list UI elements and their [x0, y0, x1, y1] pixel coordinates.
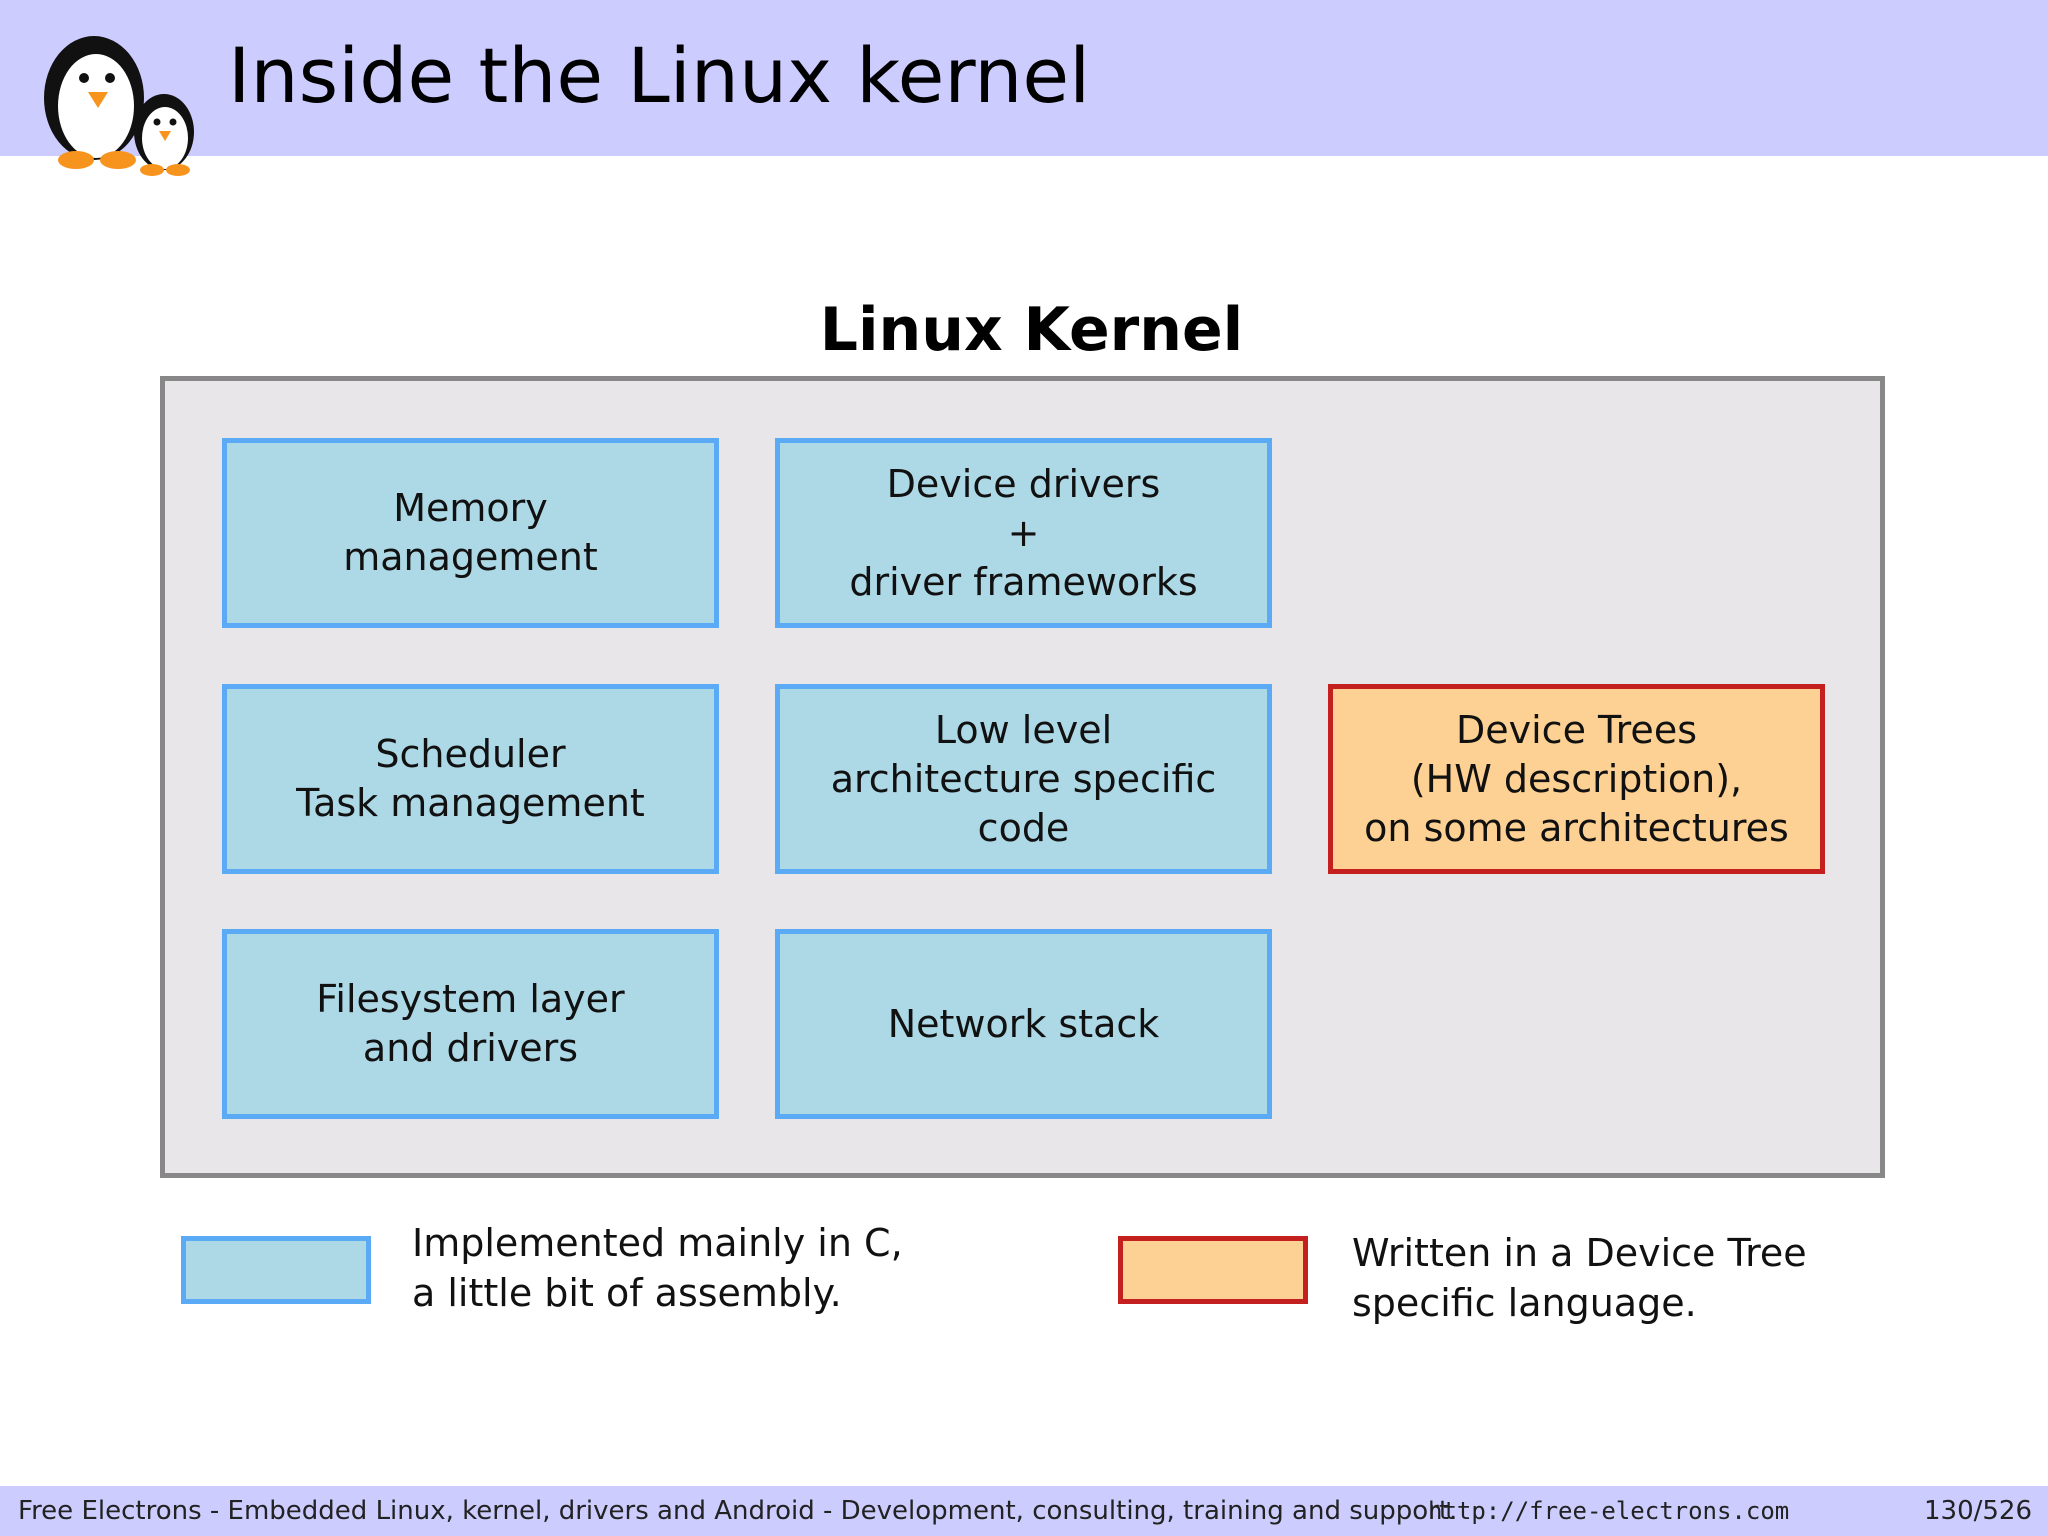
scheduler-box: Scheduler Task management — [222, 684, 719, 874]
box-label: Network stack — [887, 1001, 1160, 1046]
legend-text-device-tree: Written in a Device Tree specific langua… — [1352, 1231, 1807, 1325]
page-number: 130/526 — [1923, 1496, 2032, 1526]
box-label: Device drivers + driver frameworks — [849, 461, 1198, 604]
penguin-logo-icon — [44, 36, 194, 176]
filesystem-layer-box: Filesystem layer and drivers — [222, 929, 719, 1119]
legend-swatch-c — [181, 1236, 371, 1304]
device-trees-box: Device Trees (HW description), on some a… — [1328, 684, 1825, 874]
slide-header — [0, 0, 2048, 156]
diagram-title: Linux Kernel — [819, 295, 1244, 365]
box-label: Memory management — [343, 486, 598, 579]
box-label: Filesystem layer and drivers — [316, 977, 625, 1070]
memory-management-box: Memory management — [222, 438, 719, 628]
legend-swatch-device-tree — [1118, 1236, 1308, 1304]
legend-text-c: Implemented mainly in C, a little bit of… — [412, 1221, 903, 1315]
footer-text: Free Electrons - Embedded Linux, kernel,… — [18, 1496, 1458, 1526]
device-drivers-box: Device drivers + driver frameworks — [775, 438, 1272, 628]
footer-url-link[interactable]: http://free-electrons.com — [1428, 1497, 1790, 1525]
box-label: Low level architecture specific code — [830, 707, 1217, 850]
box-label: Scheduler Task management — [296, 732, 645, 825]
low-level-arch-box: Low level architecture specific code — [775, 684, 1272, 874]
box-label: Device Trees (HW description), on some a… — [1364, 707, 1789, 850]
slide-footer: Free Electrons - Embedded Linux, kernel,… — [0, 1486, 2048, 1536]
slide-title: Inside the Linux kernel — [228, 31, 1091, 120]
network-stack-box: Network stack — [775, 929, 1272, 1119]
